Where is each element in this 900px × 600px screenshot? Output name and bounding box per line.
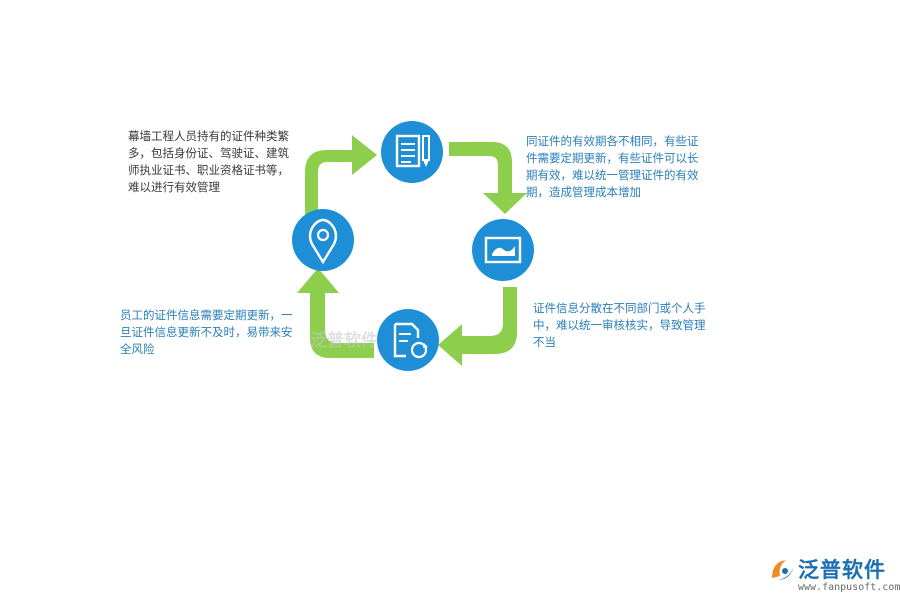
document-refresh-icon (377, 309, 439, 371)
brand-logo: 泛普软件 www.fanpusoft.com (768, 552, 900, 597)
arrow-bottom-to-left (297, 268, 374, 358)
note-bottom-left: 员工的证件信息需要定期更新，一 旦证件信息更新不及时，易带来安 全风险 (120, 308, 293, 356)
logo-url: www.fanpusoft.com (798, 582, 900, 593)
arrow-left-to-top (305, 135, 377, 215)
watermark: 泛普软件 (310, 331, 378, 351)
note-bottom-right: 证件信息分散在不同部门或个人手 中，难以统一审核核实，导致管理 不当 (533, 301, 706, 349)
arrow-right-to-bottom (438, 287, 517, 366)
card-wave-icon (472, 219, 534, 281)
note-top-right: 同证件的有效期各不相同，有些证 件需要定期更新，有些证件可以长 期有效，难以统一… (526, 134, 699, 199)
document-pencil-icon (381, 121, 443, 183)
logo-name: 泛普软件 (798, 558, 886, 582)
note-top-left: 幕墙工程人员持有的证件种类繁 多，包括身份证、驾驶证、建筑 师执业证书、职业资格… (128, 129, 289, 194)
arrow-top-to-right (449, 142, 527, 214)
logo-mark-icon (772, 560, 794, 580)
location-pin-icon (292, 209, 354, 271)
